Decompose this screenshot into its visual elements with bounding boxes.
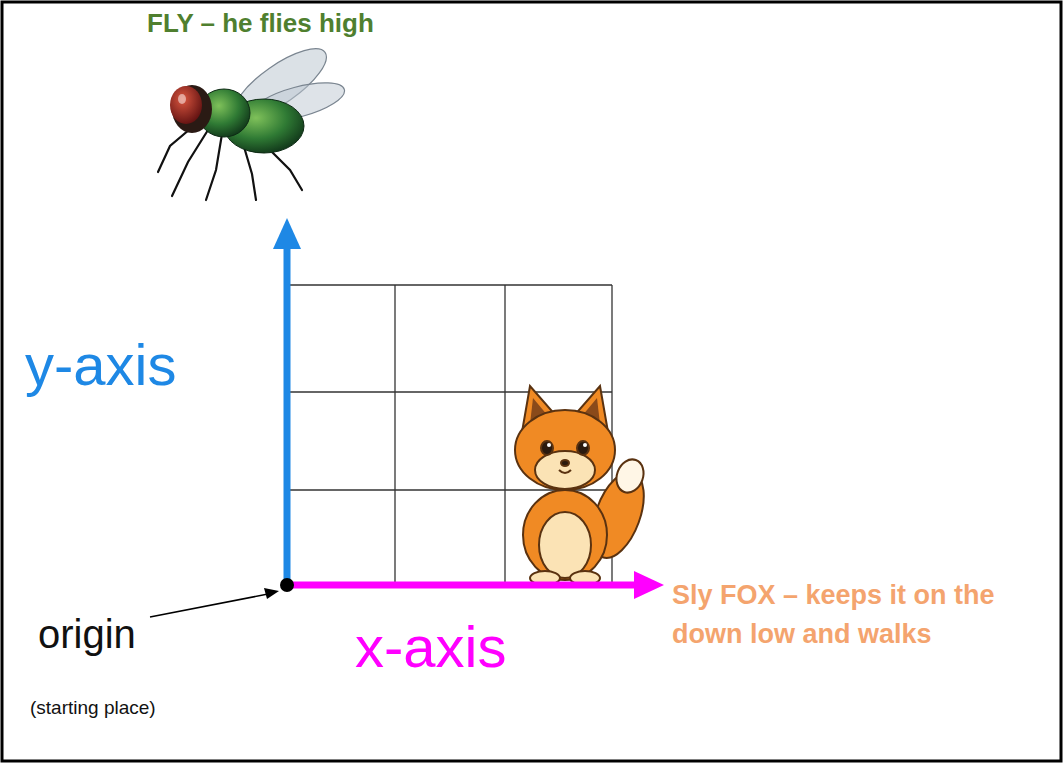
fox-illustration [515, 386, 654, 585]
origin-note: (starting place) [30, 697, 156, 720]
y-axis-arrow [273, 218, 301, 588]
fox-caption: Sly FOX – keeps it on the down low and w… [672, 576, 1048, 654]
x-axis-arrow [284, 571, 664, 599]
fly-illustration [158, 37, 348, 200]
fly-caption: FLY – he flies high [147, 8, 374, 39]
origin-label: origin [38, 612, 136, 656]
origin-dot [280, 578, 294, 592]
origin-leader [150, 588, 279, 617]
axis-label: x-axis [355, 612, 506, 682]
axis-label: y-axis [25, 330, 176, 400]
